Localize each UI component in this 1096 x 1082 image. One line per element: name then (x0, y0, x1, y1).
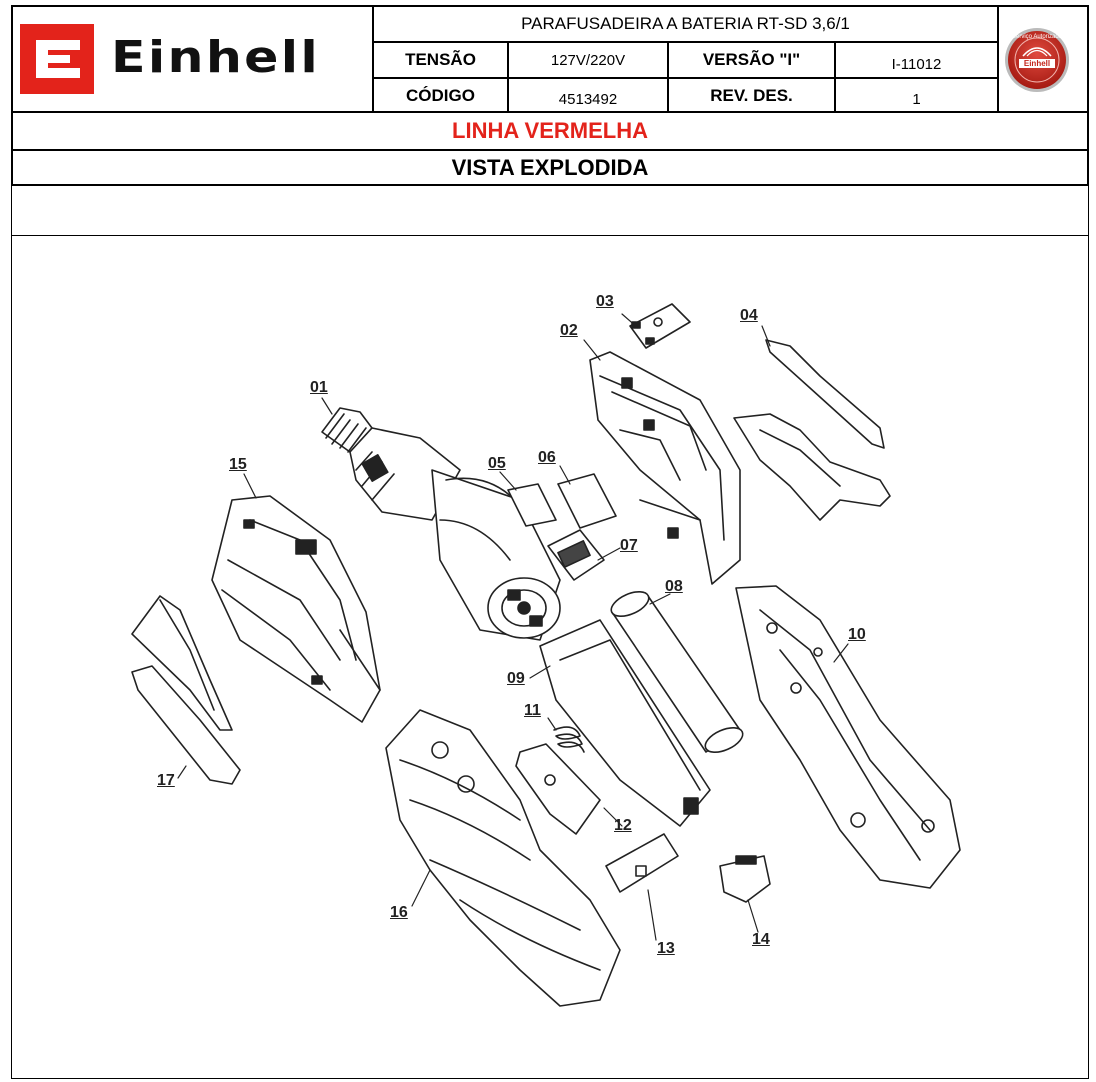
part-17-trim (131, 595, 241, 785)
callout-06: 06 (538, 449, 556, 466)
callout-07: 07 (620, 537, 638, 554)
divider (372, 77, 999, 79)
part-06-pad (557, 473, 617, 529)
seal-brand: Einhell (1023, 59, 1051, 68)
part-15-left-housing (211, 495, 381, 723)
callout-09: 09 (507, 670, 525, 687)
view-banner (11, 149, 1089, 186)
callout-01: 01 (310, 379, 328, 396)
seal-top-text: Serviço Autorizado (1011, 34, 1063, 40)
divider (372, 41, 999, 43)
versao-value: I-11012 (891, 55, 942, 73)
codigo-value: 4513492 (558, 90, 618, 108)
drawing-frame (11, 184, 1089, 1079)
part-16-grip-cover (385, 709, 621, 1007)
view-title: VISTA EXPLODIDA (451, 154, 649, 180)
callout-10: 10 (848, 626, 866, 643)
tensao-label: TENSÃO (405, 50, 476, 69)
callout-13: 13 (657, 940, 675, 957)
part-01-gearbox-motor (321, 407, 561, 641)
callout-02: 02 (560, 322, 578, 339)
callout-15: 15 (229, 456, 247, 473)
part-04-slide-rails (733, 339, 891, 521)
part-10-right-housing (735, 585, 961, 889)
versao-label: VERSÃO "I" (702, 50, 801, 69)
callout-11: 11 (524, 702, 541, 719)
part-13-button (605, 833, 679, 893)
linha-title: LINHA VERMELHA (452, 118, 648, 143)
authorized-service-seal: Einhell Serviço Autorizado (1003, 26, 1071, 94)
product-title: PARAFUSADEIRA A BATERIA RT-SD 3,6/1 (521, 14, 850, 33)
part-11-spring (553, 726, 585, 753)
part-03-switch-plate (629, 303, 691, 349)
part-08-battery-cell (610, 590, 744, 754)
revdes-value: 1 (912, 90, 921, 108)
callout-17: 17 (157, 772, 175, 789)
leader-lines (177, 313, 849, 941)
part-12-direction-switch (515, 743, 601, 835)
part-02-housing-cover (589, 351, 741, 585)
callout-04: 04 (740, 307, 758, 324)
callout-16: 16 (390, 904, 408, 921)
divider (372, 5, 374, 113)
callout-12: 12 (614, 817, 632, 834)
part-07-switch (547, 529, 605, 581)
part-09-battery-holder (539, 619, 711, 827)
tensao-value: 127V/220V (550, 51, 626, 69)
part-05-pad (507, 483, 557, 527)
brand-name: Einhell (111, 32, 321, 83)
divider (11, 235, 1089, 236)
einhell-logo: Einhell (18, 22, 340, 96)
callout-14: 14 (752, 931, 770, 948)
callout-03: 03 (596, 293, 614, 310)
part-14-socket (719, 855, 771, 903)
divider (997, 5, 999, 113)
codigo-label: CÓDIGO (406, 86, 475, 105)
callout-05: 05 (488, 455, 506, 472)
callout-08: 08 (665, 578, 683, 595)
revdes-label: REV. DES. (710, 86, 793, 105)
